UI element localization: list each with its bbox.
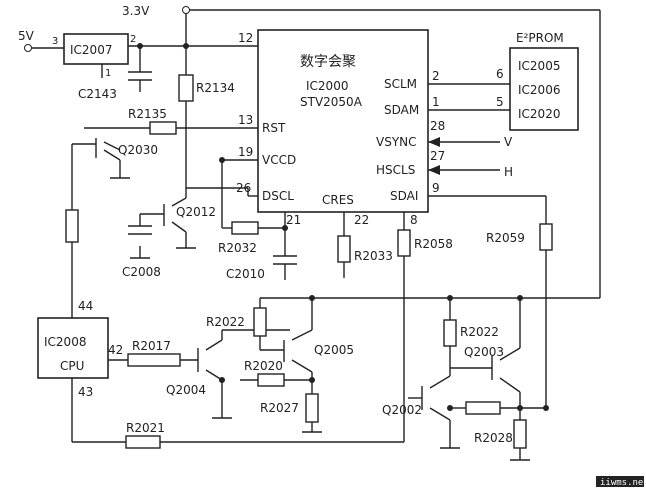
r2028-label: R2028: [474, 431, 513, 445]
cpu-pin44: 44: [78, 299, 93, 313]
regulator-name: IC2007: [70, 43, 112, 57]
r2032-label: R2032: [218, 241, 257, 255]
watermark-badge: [596, 476, 644, 487]
r2032-resistor: [231, 221, 259, 235]
pin-sdam-label: SDAM: [384, 103, 419, 117]
r2022b-resistor: [443, 319, 457, 347]
main-chip-title: 数字会聚: [300, 54, 356, 70]
q2005-label: Q2005: [314, 343, 354, 357]
pin-num-27: 27: [430, 149, 445, 163]
pin-rst-label: RST: [262, 121, 286, 135]
r2059-label: R2059: [486, 231, 525, 245]
r2134-label: R2134: [196, 81, 235, 95]
pin-cres-label: CRES: [322, 193, 354, 207]
eeprom-title: E²PROM: [516, 31, 564, 45]
r2021-label: R2021: [126, 421, 165, 435]
r2134-resistor: [178, 74, 194, 102]
r2027-resistor: [305, 393, 319, 423]
q2002-label: Q2002: [382, 403, 422, 417]
r2033-resistor: [337, 235, 351, 263]
v33-label: 3.3V: [122, 4, 150, 18]
r2135-resistor: [149, 121, 177, 135]
r2027-label: R2027: [260, 401, 299, 415]
v-arrow-icon: [428, 137, 440, 147]
reg-pin1: 1: [105, 68, 111, 79]
pin-num-26: 26: [236, 181, 251, 195]
pin-sclm-label: SCLM: [384, 77, 417, 91]
pin-dscl-label: DSCL: [262, 189, 294, 203]
cpu-label: CPU: [60, 359, 84, 373]
pin-num-21: 21: [286, 213, 301, 227]
reg-pin3: 3: [52, 36, 58, 47]
c2010-label: C2010: [226, 267, 265, 281]
r2059-resistor: [539, 223, 553, 251]
r2033-label: R2033: [354, 249, 393, 263]
h-arrow-icon: [428, 165, 440, 175]
c2143-label: C2143: [78, 87, 117, 101]
pin-vccd-label: VCCD: [262, 153, 296, 167]
q2004-label: Q2004: [166, 383, 206, 397]
reg-pin2: 2: [130, 34, 136, 45]
c2008-label: C2008: [122, 265, 161, 279]
main-chip-box: [257, 29, 429, 213]
r2020-label: R2020: [244, 359, 283, 373]
eeprom-chip-2: IC2006: [518, 83, 560, 97]
eeprom-chip-3: IC2020: [518, 107, 560, 121]
pin-num-9: 9: [432, 181, 440, 195]
wires: [28, 9, 601, 461]
cpu-pin43: 43: [78, 385, 93, 399]
regulator-box: [63, 33, 129, 65]
r2022a-label: R2022: [206, 315, 245, 329]
eeprom-box: [509, 47, 579, 131]
r2058-resistor: [397, 229, 411, 257]
pin-num-8: 8: [410, 213, 418, 227]
pin-num-1: 1: [432, 95, 440, 109]
v5-label: 5V: [18, 29, 35, 43]
r2028-resistor: [465, 401, 501, 415]
q2003-label: Q2003: [464, 345, 504, 359]
r-q2030-resistor: [65, 209, 79, 243]
main-chip-part: IC2000: [306, 79, 348, 93]
pin-num-28: 28: [430, 119, 445, 133]
cpu-pin42: 42: [108, 343, 123, 357]
signal-h: H: [504, 165, 513, 179]
cpu-box: [37, 317, 109, 379]
pin-num-2: 2: [432, 69, 440, 83]
pin-vsync-label: VSYNC: [376, 135, 417, 149]
eeprom-pin6: 6: [496, 67, 504, 81]
eeprom-pin5: 5: [496, 95, 504, 109]
signal-v: V: [504, 135, 513, 149]
r2135-label: R2135: [128, 107, 167, 121]
r2021-resistor: [125, 435, 161, 449]
q2030-label: Q2030: [118, 143, 158, 157]
r2017-resistor: [127, 353, 181, 367]
main-chip-model: STV2050A: [300, 95, 363, 109]
pin-sdai-label: SDAI: [390, 189, 418, 203]
pin-num-19: 19: [238, 145, 253, 159]
pin-hscls-label: HSCLS: [376, 163, 415, 177]
q2012-label: Q2012: [176, 205, 216, 219]
r2028b-resistor: [513, 419, 527, 449]
cpu-name: IC2008: [44, 335, 86, 349]
pin-num-13: 13: [238, 113, 253, 127]
pin-num-12: 12: [238, 31, 253, 45]
eeprom-chip-1: IC2005: [518, 59, 560, 73]
r2017-label: R2017: [132, 339, 171, 353]
r2022b-label: R2022: [460, 325, 499, 339]
watermark-text: iiwms.net: [600, 478, 646, 488]
pin-num-22: 22: [354, 213, 369, 227]
r2058-label: R2058: [414, 237, 453, 251]
r2022a-resistor: [253, 307, 267, 337]
r2020-resistor: [257, 373, 285, 387]
